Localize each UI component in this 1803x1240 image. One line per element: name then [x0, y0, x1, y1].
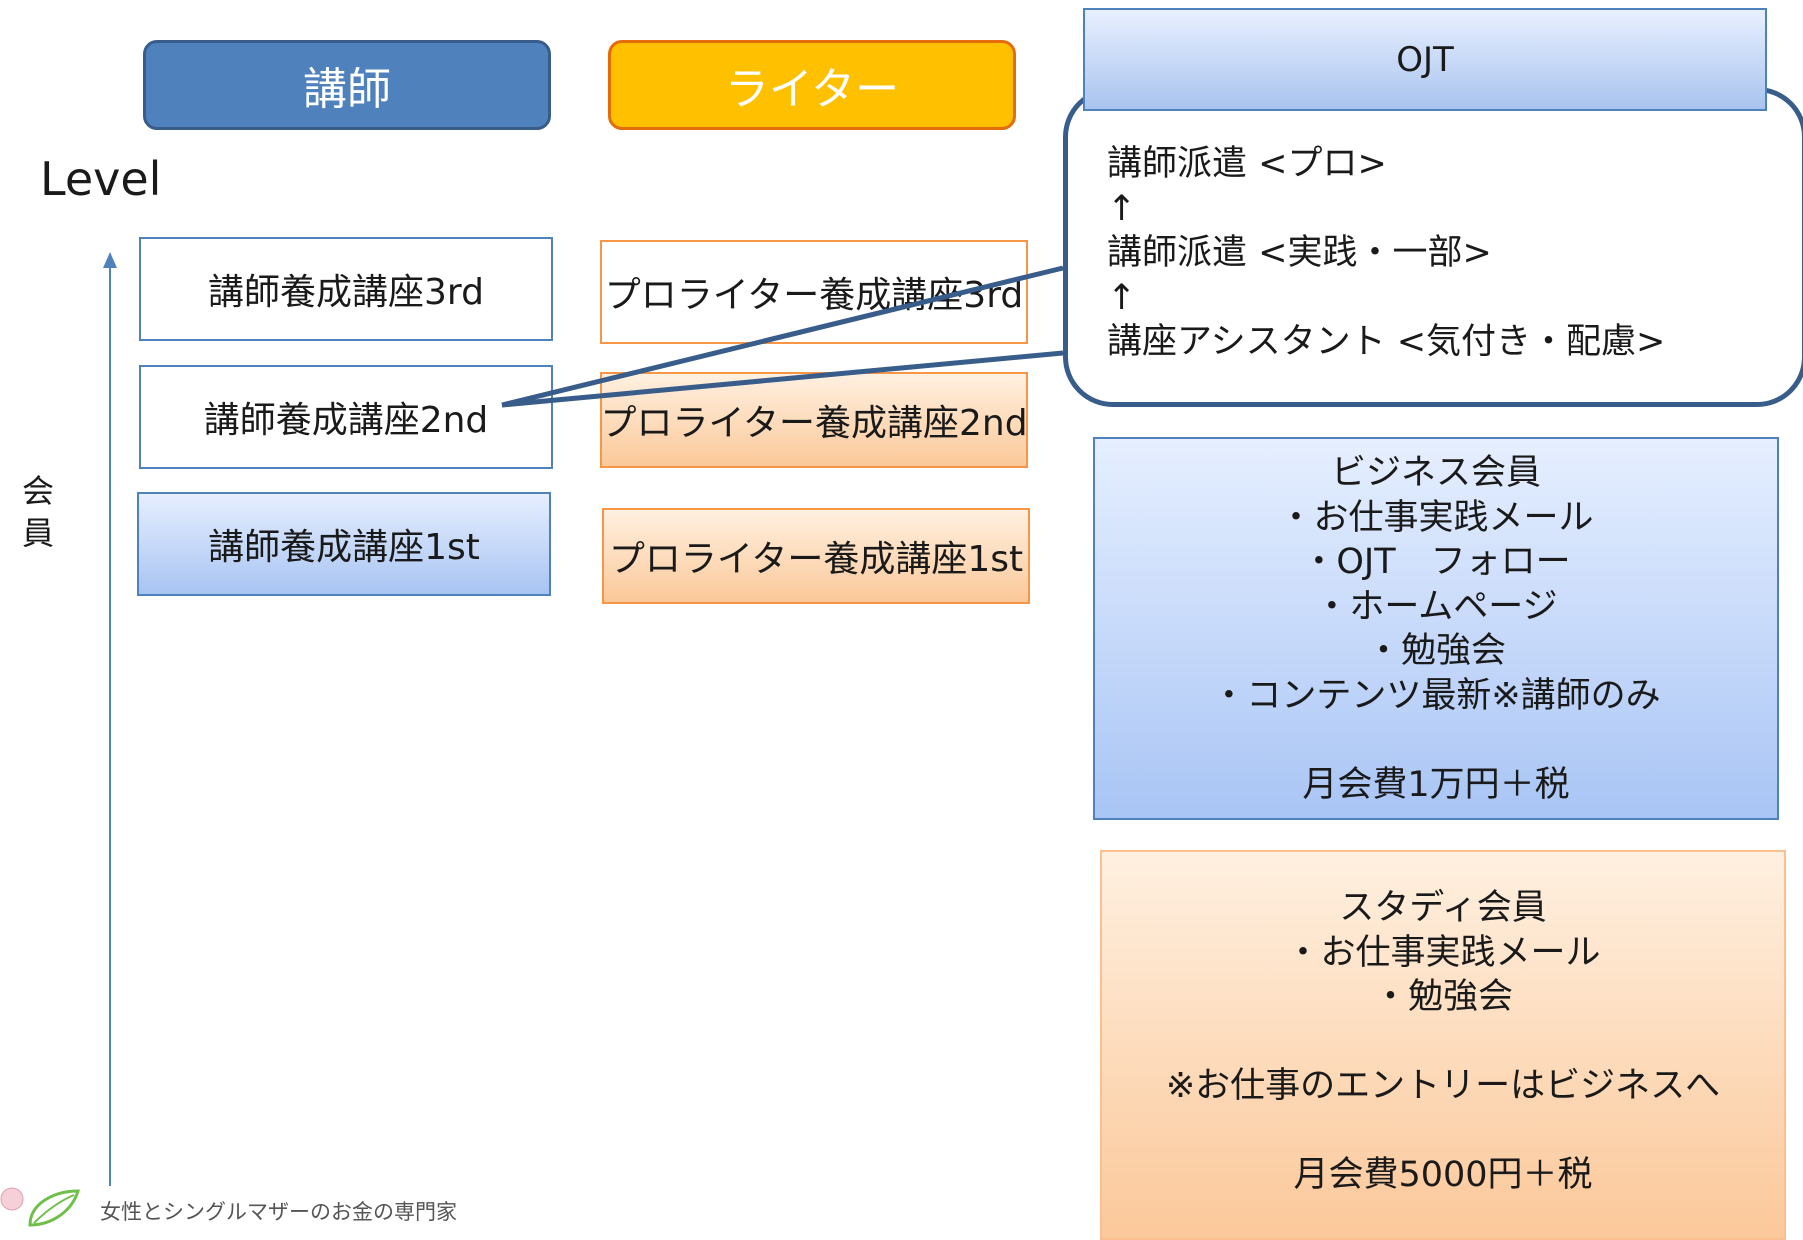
writer-course-2nd: プロライター養成講座2nd — [600, 372, 1028, 468]
study-item: ・お仕事実践メール — [1285, 932, 1601, 973]
lecturer-course-1st: 講師養成講座1st — [137, 492, 551, 596]
lecturer-course-3rd: 講師養成講座3rd — [139, 237, 553, 341]
study-item: ・勉強会 — [1372, 977, 1513, 1017]
ojt-steps: 講師派遣 <プロ> ↑ 講師派遣 <実践・一部> ↑ 講座アシスタント <気付き… — [1107, 142, 1665, 365]
study-member-box: スタディ会員 ・お仕事実践メール ・勉強会 ※お仕事のエントリーはビジネスへ 月… — [1100, 850, 1786, 1240]
writer-course-3rd-label: プロライター養成講座3rd — [604, 275, 1024, 316]
level-label: Level — [40, 152, 162, 206]
ojt-up-arrow: ↑ — [1107, 277, 1137, 318]
business-item: ・お仕事実践メール — [1278, 497, 1594, 538]
business-spacer — [1095, 718, 1777, 763]
study-note: ※お仕事のエントリーはビジネスへ — [1165, 1066, 1721, 1106]
member-label: 会員 — [21, 472, 54, 552]
lecturer-course-2nd: 講師養成講座2nd — [139, 365, 553, 469]
study-fee: 月会費5000円＋税 — [1293, 1155, 1593, 1195]
business-item: ・勉強会 — [1365, 631, 1506, 671]
footer-tagline: 女性とシングルマザーのお金の専門家 — [100, 1200, 457, 1224]
business-item: ・ホームページ — [1314, 586, 1558, 627]
study-title: スタディ会員 — [1339, 888, 1547, 928]
business-item: ・コンテンツ最新※講師のみ — [1211, 675, 1661, 716]
business-member-box: ビジネス会員 ・お仕事実践メール ・OJT フォロー ・ホームページ ・勉強会 … — [1093, 437, 1779, 820]
leaf-logo-icon — [0, 1187, 81, 1227]
writer-course-1st: プロライター養成講座1st — [602, 508, 1030, 604]
ojt-step-assistant: 講座アシスタント <気付き・配慮> — [1107, 322, 1666, 362]
writer-header-label: ライター — [724, 64, 900, 115]
ojt-step-pro: 講師派遣 <プロ> — [1107, 144, 1387, 184]
business-fee: 月会費1万円＋税 — [1302, 764, 1570, 805]
writer-course-2nd-label: プロライター養成講座2nd — [600, 403, 1028, 444]
writer-header: ライター — [608, 40, 1016, 130]
ojt-title-box: OJT — [1083, 8, 1767, 111]
lecturer-header: 講師 — [143, 40, 551, 130]
ojt-up-arrow: ↑ — [1107, 188, 1137, 229]
study-spacer — [1102, 1109, 1784, 1154]
lecturer-course-1st-label: 講師養成講座1st — [208, 527, 480, 568]
ojt-title: OJT — [1396, 39, 1454, 80]
lecturer-course-2nd-label: 講師養成講座2nd — [203, 400, 489, 441]
business-item: ・OJT フォロー — [1301, 542, 1571, 582]
ojt-step-practice: 講師派遣 <実践・一部> — [1107, 233, 1492, 273]
business-title: ビジネス会員 — [1330, 453, 1541, 493]
writer-course-3rd: プロライター養成講座3rd — [600, 240, 1028, 344]
lecturer-header-label: 講師 — [303, 64, 391, 115]
writer-course-1st-label: プロライター養成講座1st — [608, 539, 1024, 580]
study-spacer — [1102, 1020, 1784, 1065]
lecturer-course-3rd-label: 講師養成講座3rd — [208, 272, 484, 313]
